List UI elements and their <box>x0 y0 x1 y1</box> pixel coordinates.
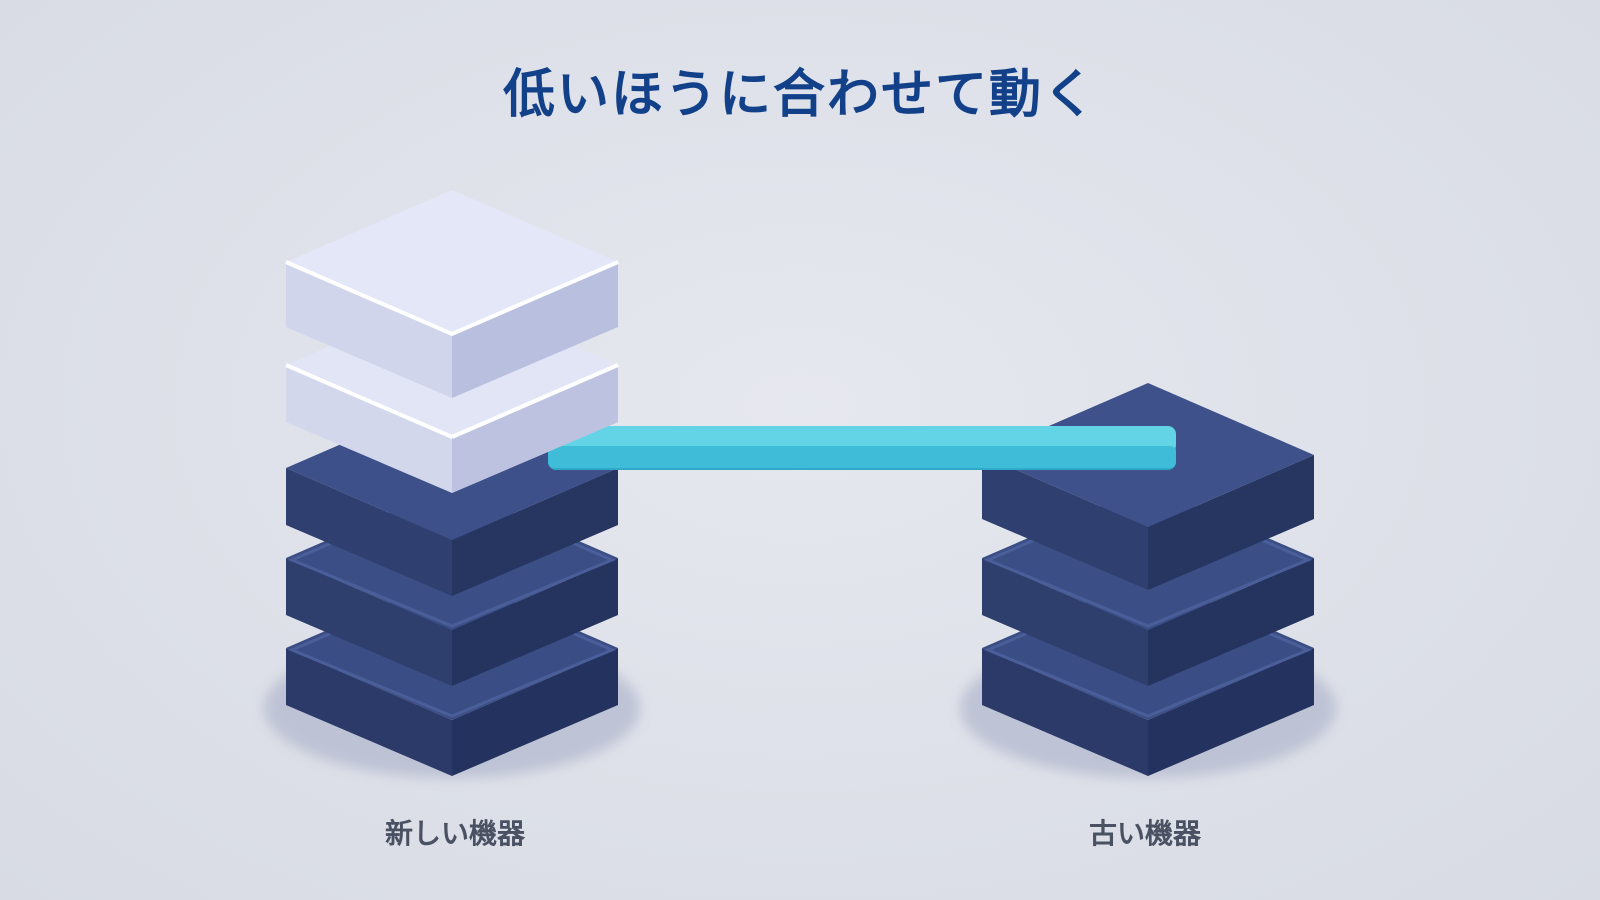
new-device-layer-5-inactive <box>285 190 619 398</box>
new-device-label: 新しい機器 <box>384 817 525 850</box>
old-device-stack <box>982 383 1314 776</box>
connector-bar <box>548 426 1176 470</box>
old-device-label: 古い機器 <box>1088 817 1201 850</box>
diagram-title: 低いほうに合わせて動く <box>502 65 1097 125</box>
new-device-layer-4-front <box>451 363 619 493</box>
